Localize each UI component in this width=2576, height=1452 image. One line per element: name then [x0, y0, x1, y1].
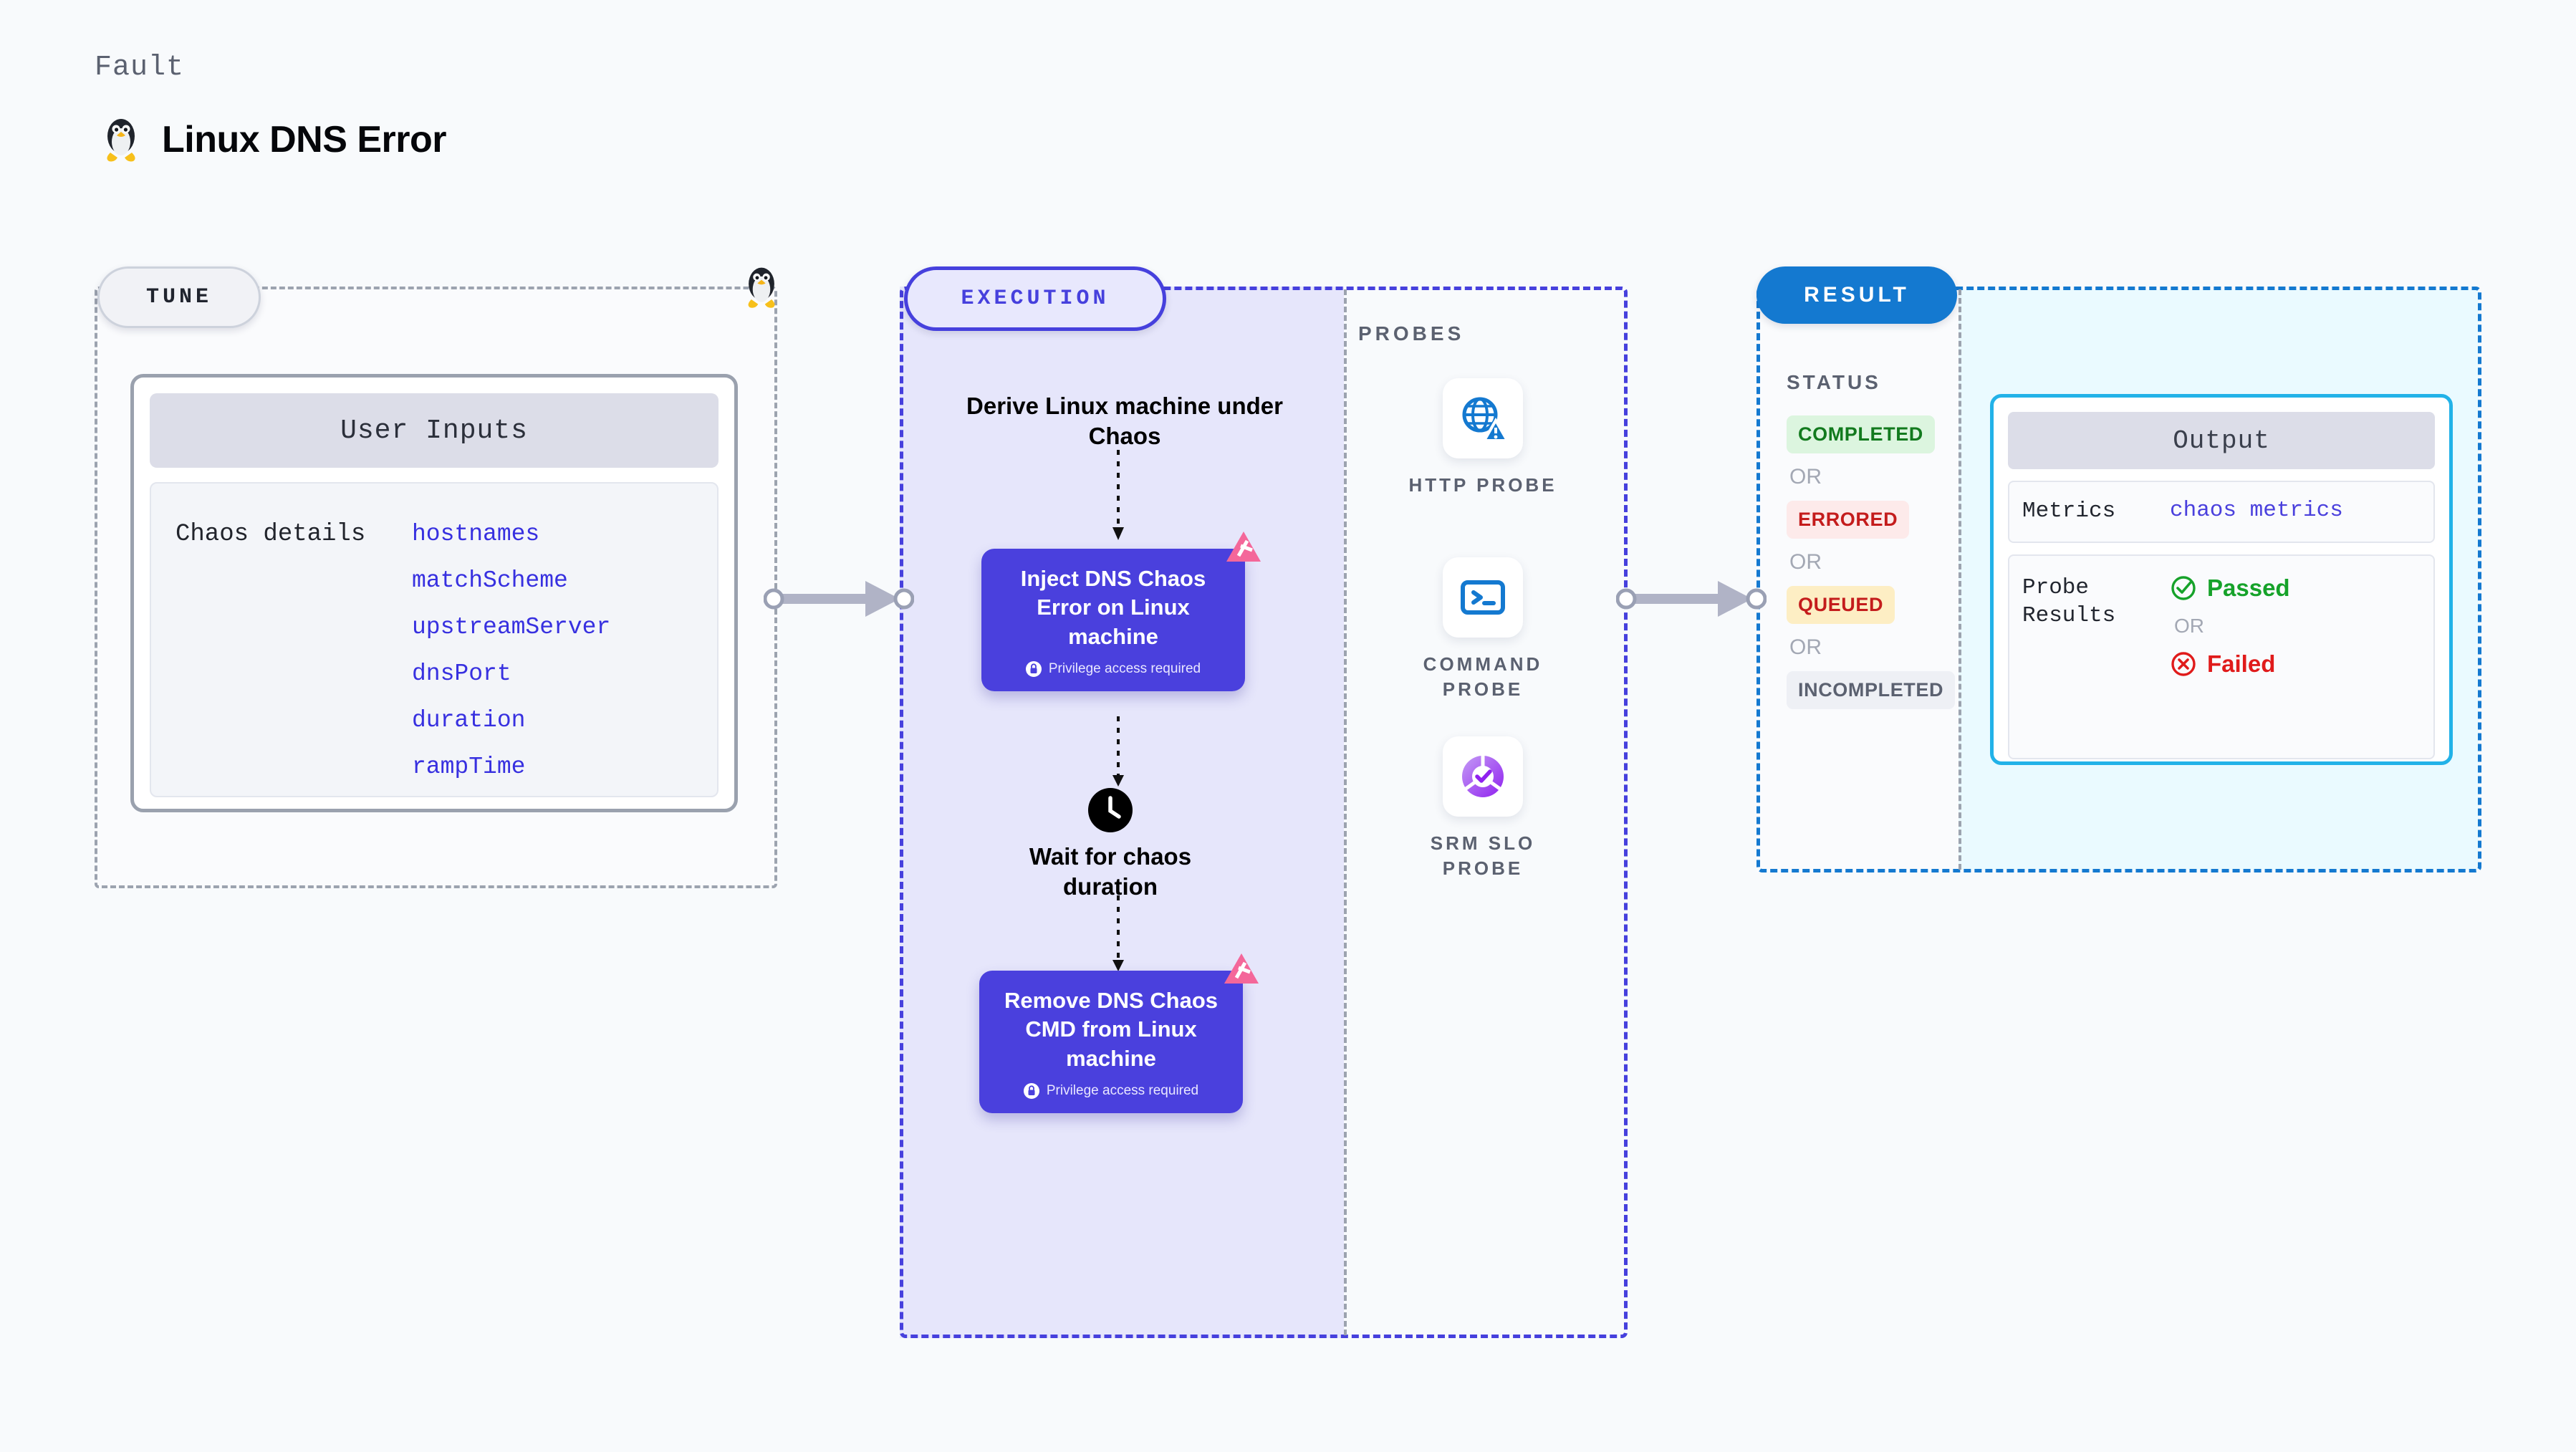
linux-penguin-badge-icon	[748, 267, 775, 308]
page-title-text: Linux DNS Error	[162, 119, 447, 160]
output-card: Output Metrics chaos metrics Probe Resul…	[1990, 394, 2453, 765]
param-duration[interactable]: duration	[412, 707, 526, 734]
status-or-1: OR	[1789, 465, 1822, 489]
status-badge-queued: QUEUED	[1787, 586, 1895, 624]
check-circle-icon	[2171, 576, 2196, 600]
probe-http[interactable]: HTTP PROBE	[1397, 378, 1569, 498]
status-label: STATUS	[1787, 371, 1881, 393]
status-or-3: OR	[1789, 635, 1822, 659]
user-inputs-card: User Inputs Chaos details hostnames matc…	[130, 374, 738, 812]
probe-command-label: COMMAND PROBE	[1423, 653, 1543, 701]
status-list: COMPLETED OR ERRORED OR QUEUED OR INCOMP…	[1787, 415, 1956, 709]
remove-chaos-card[interactable]: Remove DNS Chaos CMD from Linux machine …	[979, 953, 1259, 1113]
user-inputs-title: User Inputs	[150, 393, 719, 468]
inject-chaos-card[interactable]: Inject DNS Chaos Error on Linux machine …	[981, 532, 1261, 691]
param-upstreamserver[interactable]: upstreamServer	[412, 614, 611, 640]
connector-probes-to-result	[1616, 581, 1767, 617]
status-or-2: OR	[1789, 550, 1822, 574]
probe-http-tile[interactable]	[1443, 378, 1523, 458]
probe-result-passed: Passed	[2170, 574, 2290, 602]
probes-label: PROBES	[1358, 322, 1465, 345]
result-tag: RESULT	[1756, 266, 1957, 324]
param-hostnames[interactable]: hostnames	[412, 521, 540, 547]
flow-arrow-derive-to-inject	[1112, 450, 1124, 540]
remove-chaos-title: Remove DNS Chaos CMD from Linux machine	[1004, 988, 1219, 1071]
chaos-details-row: Chaos details hostnames matchScheme upst…	[150, 482, 719, 797]
wait-step-label: Wait for chaos duration	[1029, 843, 1192, 900]
chaos-badge-icon	[1224, 953, 1259, 984]
probe-command[interactable]: COMMAND PROBE	[1397, 557, 1569, 702]
linux-penguin-icon	[107, 119, 135, 162]
param-ramptime[interactable]: rampTime	[412, 754, 526, 780]
remove-chaos-note: Privilege access required	[994, 1082, 1229, 1099]
terminal-icon	[1461, 580, 1505, 615]
lock-icon	[1025, 660, 1042, 677]
status-badge-errored: ERRORED	[1787, 501, 1910, 539]
flow-arrow-wait-to-remove	[1112, 895, 1124, 971]
probe-srm-slo[interactable]: SRM SLO PROBE	[1397, 736, 1569, 881]
probe-results-key: Probe Results	[2022, 574, 2116, 628]
execution-tag: EXECUTION	[904, 266, 1166, 331]
slo-donut-check-icon	[1462, 756, 1504, 797]
flow-arrow-inject-to-wait	[1112, 716, 1124, 787]
metrics-value[interactable]: chaos metrics	[2170, 498, 2343, 523]
param-matchscheme[interactable]: matchScheme	[412, 567, 568, 594]
probe-result-failed: Failed	[2170, 650, 2290, 678]
probe-failed-label: Failed	[2207, 650, 2276, 677]
fault-eyebrow-label: Fault	[95, 52, 185, 84]
output-card-title: Output	[2008, 412, 2435, 469]
page-title: Linux DNS Error	[99, 115, 447, 165]
result-divider	[1959, 289, 1961, 870]
metrics-row: Metrics chaos metrics	[2008, 481, 2435, 543]
tune-tag: TUNE	[97, 266, 261, 328]
result-status-column	[1756, 287, 1959, 872]
probe-results-row: Probe Results Passed OR Failed	[2008, 554, 2435, 759]
probe-result-or: OR	[2174, 614, 2204, 637]
derive-step-label: Derive Linux machine under Chaos	[966, 393, 1283, 450]
inject-chaos-note: Privilege access required	[996, 660, 1231, 677]
connector-tune-to-execution	[764, 581, 914, 617]
metrics-key: Metrics	[2022, 499, 2116, 524]
remove-chaos-note-text: Privilege access required	[1046, 1082, 1199, 1098]
chaos-details-param-list: hostnames matchScheme upstreamServer dns…	[412, 521, 610, 796]
inject-chaos-title: Inject DNS Chaos Error on Linux machine	[1020, 566, 1206, 649]
probe-command-tile[interactable]	[1443, 557, 1523, 638]
globe-warning-icon	[1462, 397, 1509, 442]
status-badge-incompleted: INCOMPLETED	[1787, 671, 1956, 709]
probe-srm-slo-tile[interactable]	[1443, 736, 1523, 817]
lock-icon	[1023, 1082, 1039, 1099]
probe-passed-label: Passed	[2207, 574, 2290, 601]
probe-http-label: HTTP PROBE	[1408, 474, 1557, 496]
probe-srm-slo-label: SRM SLO PROBE	[1430, 832, 1536, 880]
probes-divider	[1344, 289, 1347, 1335]
param-dnsport[interactable]: dnsPort	[412, 660, 511, 687]
chaos-badge-icon	[1226, 532, 1261, 562]
chaos-details-label: Chaos details	[176, 521, 366, 548]
clock-icon	[1088, 788, 1133, 832]
result-panel	[1756, 287, 2481, 872]
probe-results-values: Passed OR Failed	[2170, 574, 2290, 742]
execution-probes-container	[900, 287, 1628, 1338]
x-circle-icon	[2171, 652, 2196, 676]
inject-chaos-note-text: Privilege access required	[1048, 660, 1201, 676]
status-badge-completed: COMPLETED	[1787, 415, 1935, 453]
